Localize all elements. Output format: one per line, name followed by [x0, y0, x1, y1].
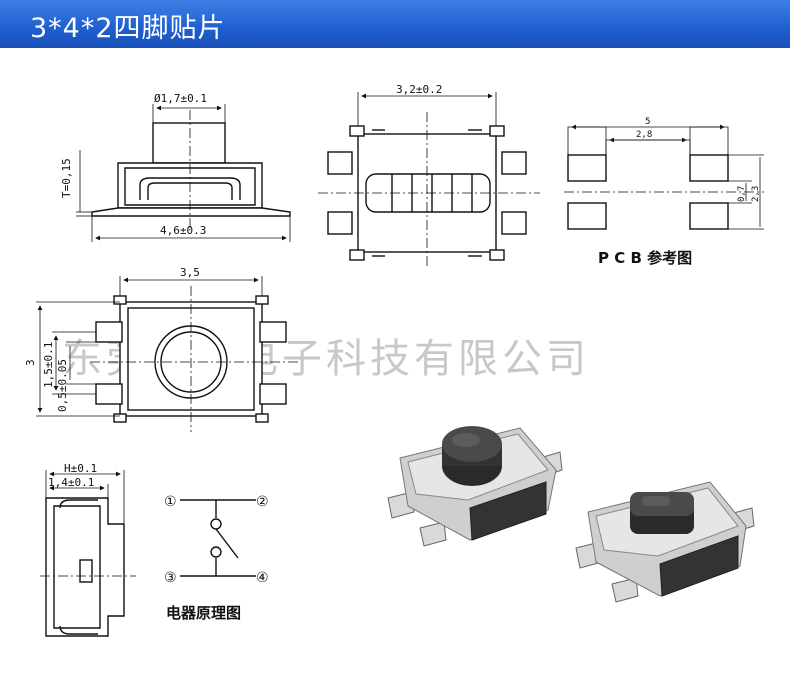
end-view-plunger-dim: 1,4±0.1 — [48, 476, 94, 489]
schematic-pin-4: ④ — [256, 570, 269, 586]
schematic-pin-3: ③ — [164, 570, 177, 586]
pcb-footprint-drawing — [564, 124, 764, 230]
schematic-pin-2: ② — [256, 494, 269, 510]
side-view-drawing — [76, 104, 291, 242]
pcb-dim-5: 5 — [645, 117, 650, 127]
schematic-caption: 电器原理图 — [166, 604, 241, 622]
product-photo-switch-left — [387, 426, 563, 547]
pcb-dim-2-8: 2,8 — [636, 130, 652, 140]
side-view-width-dim: 4,6±0.3 — [160, 224, 206, 237]
pcb-caption: P C B 参考图 — [598, 249, 692, 267]
pcb-dim-0-7: 0,7 — [737, 186, 747, 202]
pcb-dim-2-3: 2,3 — [751, 186, 761, 202]
side-view-plunger-dim: Ø1,7±0.1 — [154, 92, 207, 105]
end-view-height-dim: H±0.1 — [64, 462, 97, 475]
product-photo-switch-right — [575, 481, 755, 603]
plan-view-width-dim: 3,5 — [180, 266, 200, 279]
side-view-thickness-dim: T=0,15 — [60, 158, 73, 198]
top-view-width-dim: 3,2±0.2 — [396, 83, 442, 96]
plan-view-pad-dim: 0,5±0.05 — [56, 359, 69, 412]
plan-view-drawing — [36, 276, 300, 432]
plan-view-pitch-dim: 1,5±0.1 — [42, 342, 55, 388]
schematic-drawing — [180, 499, 256, 577]
plan-view-height-dim: 3 — [24, 359, 37, 366]
page-title: 3*4*2四脚贴片 — [30, 13, 226, 44]
end-view-drawing — [40, 470, 136, 637]
title-banner: 3*4*2四脚贴片 — [0, 0, 790, 48]
top-view-drawing — [318, 92, 540, 268]
schematic-pin-1: ① — [164, 494, 177, 510]
